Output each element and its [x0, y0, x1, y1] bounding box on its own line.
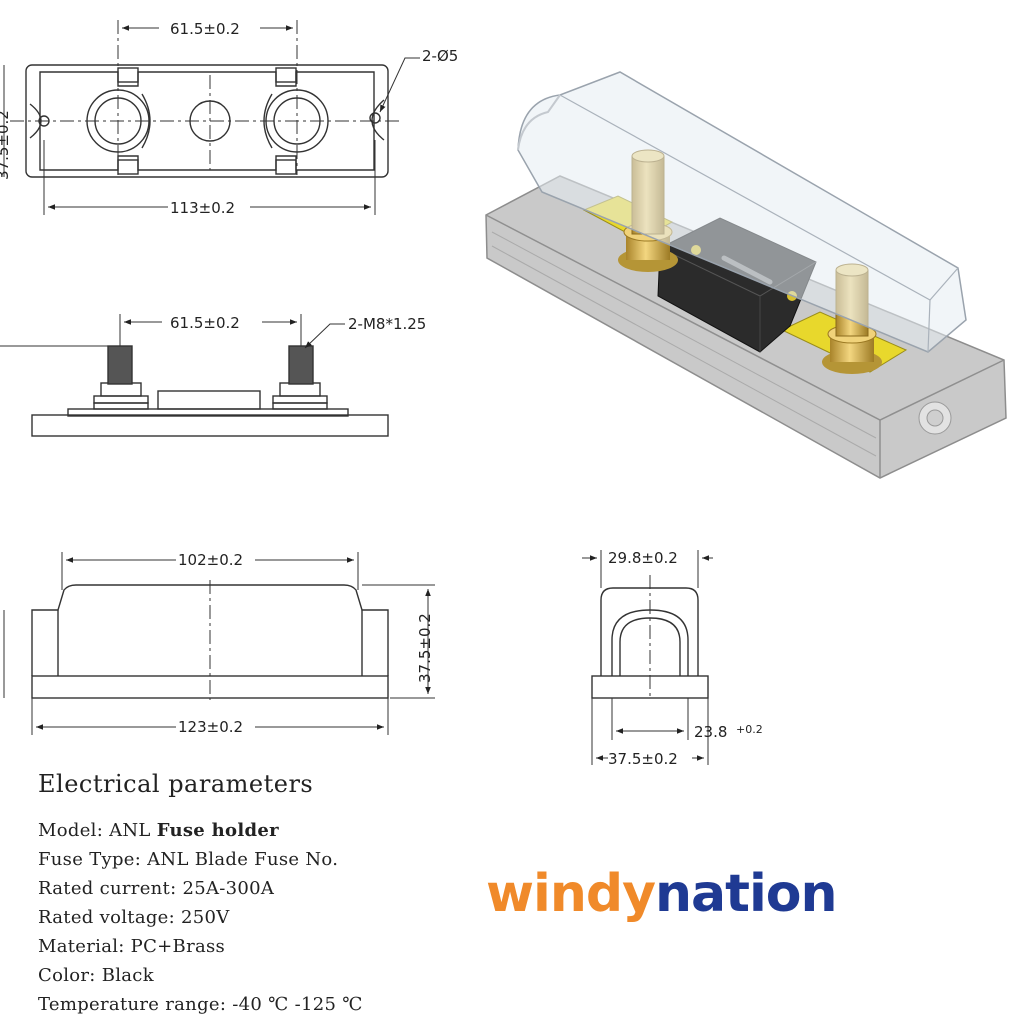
inner-width-tolerance: +0.2	[736, 723, 763, 736]
inner-width-dimension: 23.8	[694, 723, 727, 741]
front-view-drawing	[3, 552, 435, 735]
parameters-title: Electrical parameters	[38, 770, 314, 798]
rated-voltage-row: Rated voltage: 250V	[38, 907, 230, 928]
hole-dimension: 2-Ø5	[422, 47, 458, 65]
thread-dimension: 2-M8*1.25	[348, 315, 426, 333]
cover-width-dimension: 29.8±0.2	[608, 549, 678, 567]
model-row: Model: ANL Fuse holder	[38, 816, 363, 845]
windynation-logo: windynation	[486, 864, 838, 924]
top-side-dimension: 37.5±0.2	[0, 110, 12, 180]
end-view-drawing	[582, 550, 713, 765]
model-label: Model: ANL	[38, 820, 157, 841]
color-row: Color: Black	[38, 965, 154, 986]
top-length-dimension: 113±0.2	[170, 199, 235, 217]
top-view-drawing	[3, 20, 420, 215]
logo-part-windy: windy	[486, 864, 656, 924]
temperature-row: Temperature range: -40 ℃ -125 ℃	[38, 994, 363, 1015]
electrical-parameters: Electrical parameters Model: ANL Fuse ho…	[38, 770, 363, 1019]
rated-current-row: Rated current: 25A-300A	[38, 878, 275, 899]
base-width-dimension: 37.5±0.2	[608, 750, 678, 768]
cover-length-dimension: 102±0.2	[178, 551, 243, 569]
model-value: Fuse holder	[156, 820, 279, 841]
material-row: Material: PC+Brass	[38, 936, 226, 957]
base-length-dimension: 123±0.2	[178, 718, 243, 736]
fuse-holder-render	[485, 71, 1007, 479]
fuse-type-row: Fuse Type: ANL Blade Fuse No.	[38, 849, 339, 870]
logo-part-nation: nation	[655, 864, 838, 924]
side-pitch-dimension: 61.5±0.2	[170, 314, 240, 332]
height-dimension: 37.5±0.2	[416, 613, 434, 683]
side-view-drawing	[0, 314, 389, 437]
top-pitch-dimension: 61.5±0.2	[170, 20, 240, 38]
